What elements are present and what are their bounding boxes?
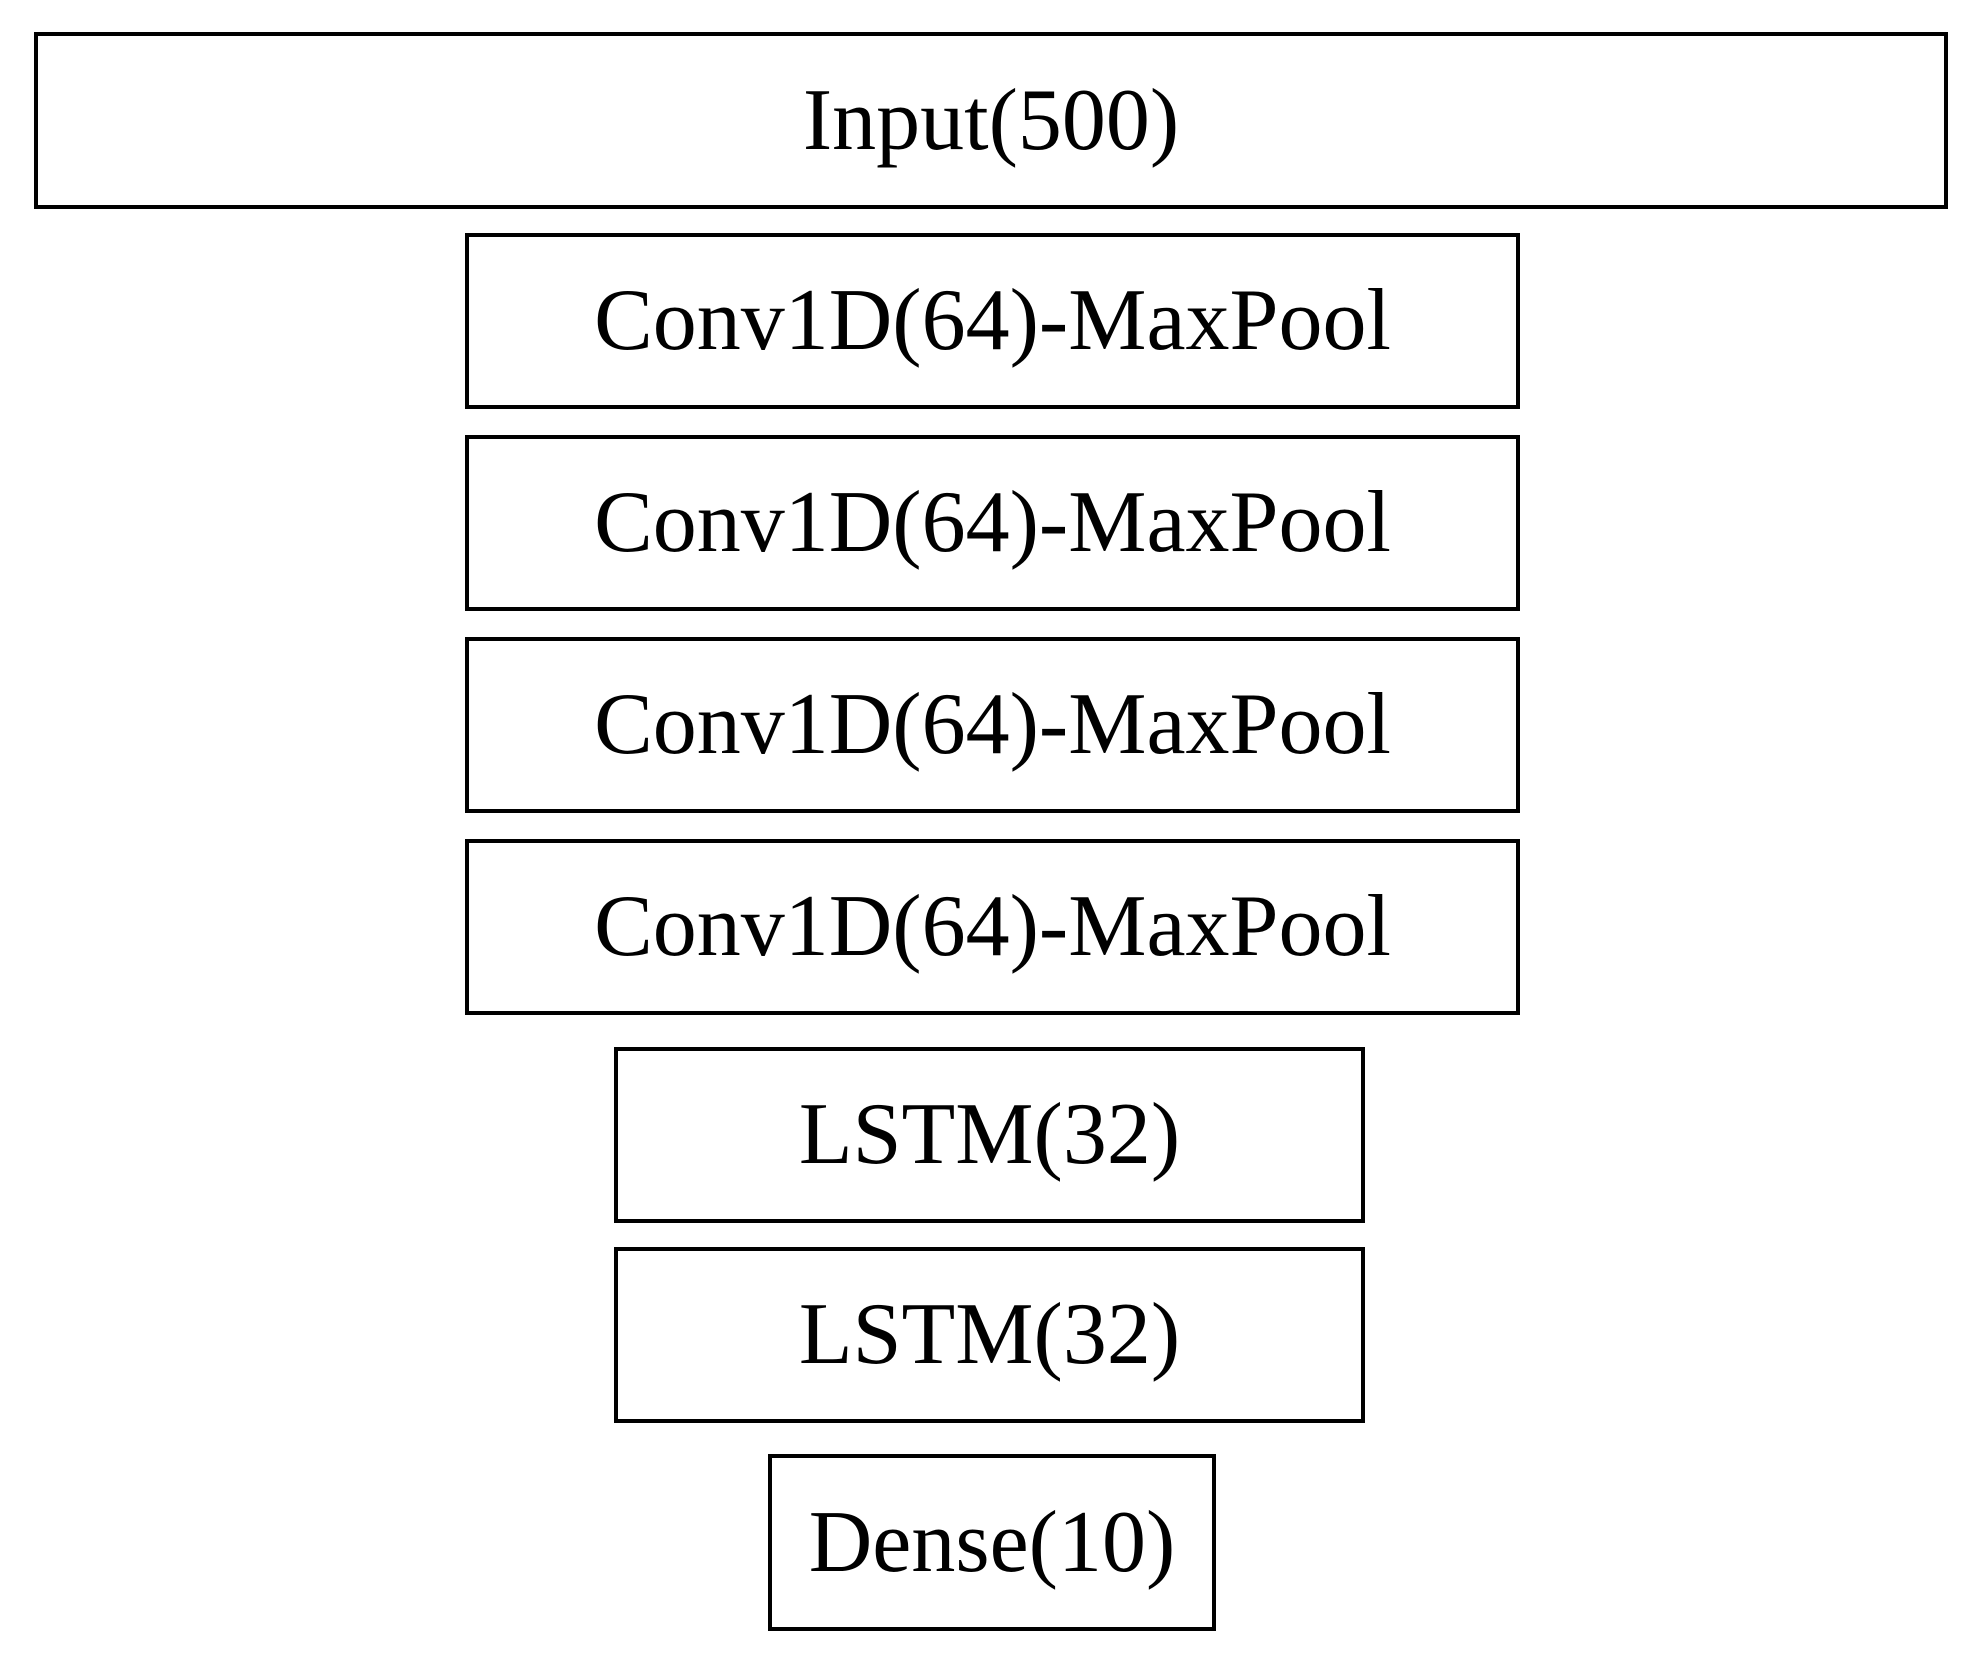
layer-label-lstm-2: LSTM(32): [798, 1286, 1181, 1383]
layer-box-conv1d-2: Conv1D(64)-MaxPool: [465, 435, 1520, 611]
layer-box-input: Input(500): [34, 32, 1948, 209]
layer-box-conv1d-1: Conv1D(64)-MaxPool: [465, 233, 1520, 409]
layer-label-conv1d-4: Conv1D(64)-MaxPool: [594, 878, 1391, 975]
layer-box-lstm-1: LSTM(32): [614, 1047, 1365, 1223]
layer-box-dense: Dense(10): [768, 1454, 1216, 1631]
layer-box-conv1d-4: Conv1D(64)-MaxPool: [465, 839, 1520, 1015]
layer-label-input: Input(500): [802, 71, 1180, 169]
layer-box-conv1d-3: Conv1D(64)-MaxPool: [465, 637, 1520, 813]
layer-label-conv1d-2: Conv1D(64)-MaxPool: [594, 474, 1391, 571]
layer-label-dense: Dense(10): [808, 1493, 1176, 1591]
layer-label-lstm-1: LSTM(32): [798, 1086, 1181, 1183]
layer-label-conv1d-1: Conv1D(64)-MaxPool: [594, 272, 1391, 369]
layer-box-lstm-2: LSTM(32): [614, 1247, 1365, 1423]
layer-label-conv1d-3: Conv1D(64)-MaxPool: [594, 676, 1391, 773]
